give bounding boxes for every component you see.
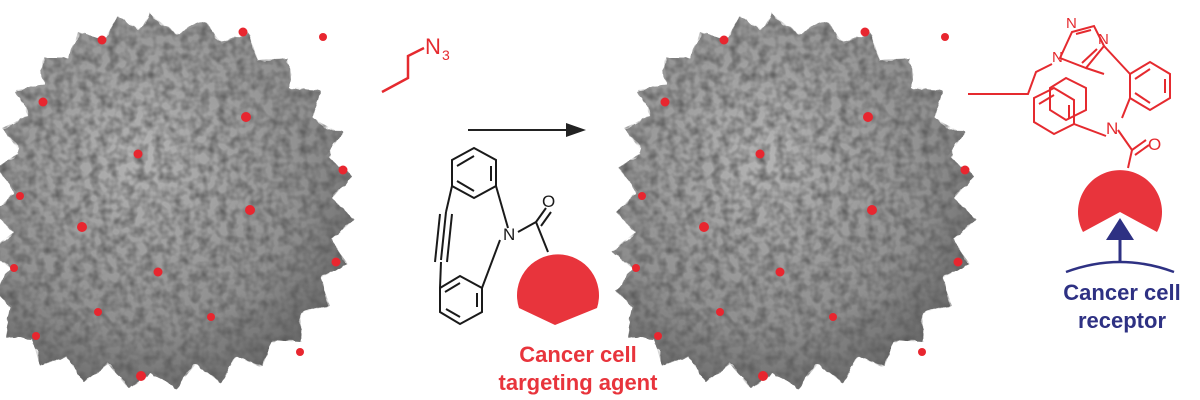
azide-site-marker: [245, 205, 255, 215]
capsid-left: [0, 14, 354, 388]
azide-site-marker: [136, 371, 146, 381]
aromatic-bond: [1134, 92, 1151, 104]
azide-site-marker: [77, 222, 87, 232]
bound-targeting-agent-shape: [1078, 170, 1162, 232]
cancer-cell-receptor: [1065, 218, 1175, 274]
amide-n-label: N: [503, 225, 515, 244]
receptor-arrowhead: [1106, 218, 1134, 240]
triazole-double-bond: [1081, 48, 1098, 64]
dbco-structure: [434, 146, 552, 326]
triazole-n2-label: N: [1066, 15, 1077, 32]
triazole-n3-label: N: [1098, 31, 1109, 48]
azide-subscript-label: 3: [442, 47, 450, 63]
amide-bond: [517, 221, 537, 233]
aromatic-bond: [445, 308, 461, 318]
azide-linker: N 3: [381, 34, 450, 94]
carbonyl-bond: [1131, 139, 1147, 151]
conjugation-site-marker: [719, 35, 729, 45]
acyl-bond: [535, 221, 549, 253]
conjugation-site-marker: [829, 313, 837, 321]
azide-linker-chain: [381, 46, 425, 94]
targeting-agent-label-line2: targeting agent: [499, 370, 659, 395]
ring-bond: [439, 261, 442, 289]
aromatic-bond: [1134, 68, 1151, 80]
azide-site-marker: [38, 97, 48, 107]
amide-bond: [1117, 129, 1133, 151]
aromatic-bond: [1038, 94, 1055, 105]
benzene-ring-left-upper: [1049, 76, 1087, 122]
conjugation-site-marker: [867, 205, 877, 215]
amide-n-label-right: N: [1106, 119, 1118, 138]
alkyne-bond: [440, 211, 447, 261]
azide-site-marker: [319, 33, 327, 41]
azide-atom-label: N: [425, 34, 441, 59]
azide-site-marker: [133, 149, 143, 159]
azide-site-marker: [97, 35, 107, 45]
targeting-agent-label-line1: Cancer cell: [519, 342, 636, 367]
conjugation-site-marker: [755, 149, 765, 159]
ring-bond: [481, 239, 501, 289]
carbonyl-bond: [535, 207, 547, 223]
triazole-ring: [1058, 24, 1106, 70]
receptor-label-line2: receptor: [1078, 308, 1166, 333]
conjugation-site-marker: [660, 97, 670, 107]
carbonyl-bond: [1134, 144, 1150, 156]
ring-bond: [1085, 67, 1105, 75]
azide-site-marker: [238, 27, 248, 37]
ring-bond: [495, 185, 509, 229]
ring-bond: [1103, 45, 1131, 75]
triazole-double-bond: [1075, 29, 1092, 35]
azide-site-marker: [296, 348, 304, 356]
azide-site-marker: [32, 332, 40, 340]
azide-site-marker: [10, 264, 18, 272]
aromatic-bond: [456, 180, 475, 192]
aromatic-bond: [456, 155, 475, 167]
conjugation-site-marker: [918, 348, 926, 356]
receptor-membrane: [1065, 260, 1175, 274]
conjugation-site-marker: [638, 192, 646, 200]
capsid-right: [612, 14, 976, 388]
conjugation-site-marker: [960, 165, 970, 175]
aromatic-bond: [444, 282, 461, 293]
ring-bond: [445, 185, 453, 213]
ring-bond: [1121, 97, 1131, 119]
conjugation-site-marker: [953, 257, 963, 267]
azide-site-marker: [241, 112, 251, 122]
azide-site-marker: [331, 257, 341, 267]
alkyne-bond: [446, 213, 453, 263]
azide-site-marker: [16, 192, 24, 200]
conjugation-site-marker: [654, 332, 662, 340]
reaction-arrow: [468, 123, 586, 137]
alkyne-bond: [434, 213, 441, 263]
azide-sites: [10, 27, 348, 381]
conjugation-site-marker: [716, 308, 724, 316]
benzene-ring-bottom: [439, 274, 483, 326]
ring-bond: [1073, 123, 1107, 137]
carbonyl-o-label: O: [542, 192, 555, 211]
conjugation-site-marker: [941, 33, 949, 41]
capsid-texture: [612, 14, 976, 388]
acyl-bond: [1127, 149, 1133, 169]
capsid-texture: [0, 14, 354, 388]
azide-site-marker: [94, 308, 102, 316]
reaction-arrow-head: [566, 123, 586, 137]
receptor-label-line1: Cancer cell: [1063, 280, 1180, 305]
conjugation-site-marker: [775, 267, 785, 277]
triazole-conjugate: [968, 24, 1171, 169]
carbonyl-o-label-right: O: [1148, 135, 1161, 154]
conjugation-site-marker: [632, 264, 640, 272]
triazole-n1-label: N: [1052, 49, 1063, 66]
linker-chain: [968, 63, 1053, 95]
azide-site-marker: [207, 313, 215, 321]
conjugation-site-marker: [758, 371, 768, 381]
conjugation-site-marker: [863, 112, 873, 122]
conjugation-site-marker: [699, 222, 709, 232]
azide-site-marker: [338, 165, 348, 175]
conjugation-site-marker: [860, 27, 870, 37]
azide-site-marker: [153, 267, 163, 277]
carbonyl-bond: [540, 211, 552, 227]
conjugation-sites: [632, 27, 970, 381]
targeting-agent-shape: [517, 254, 599, 325]
